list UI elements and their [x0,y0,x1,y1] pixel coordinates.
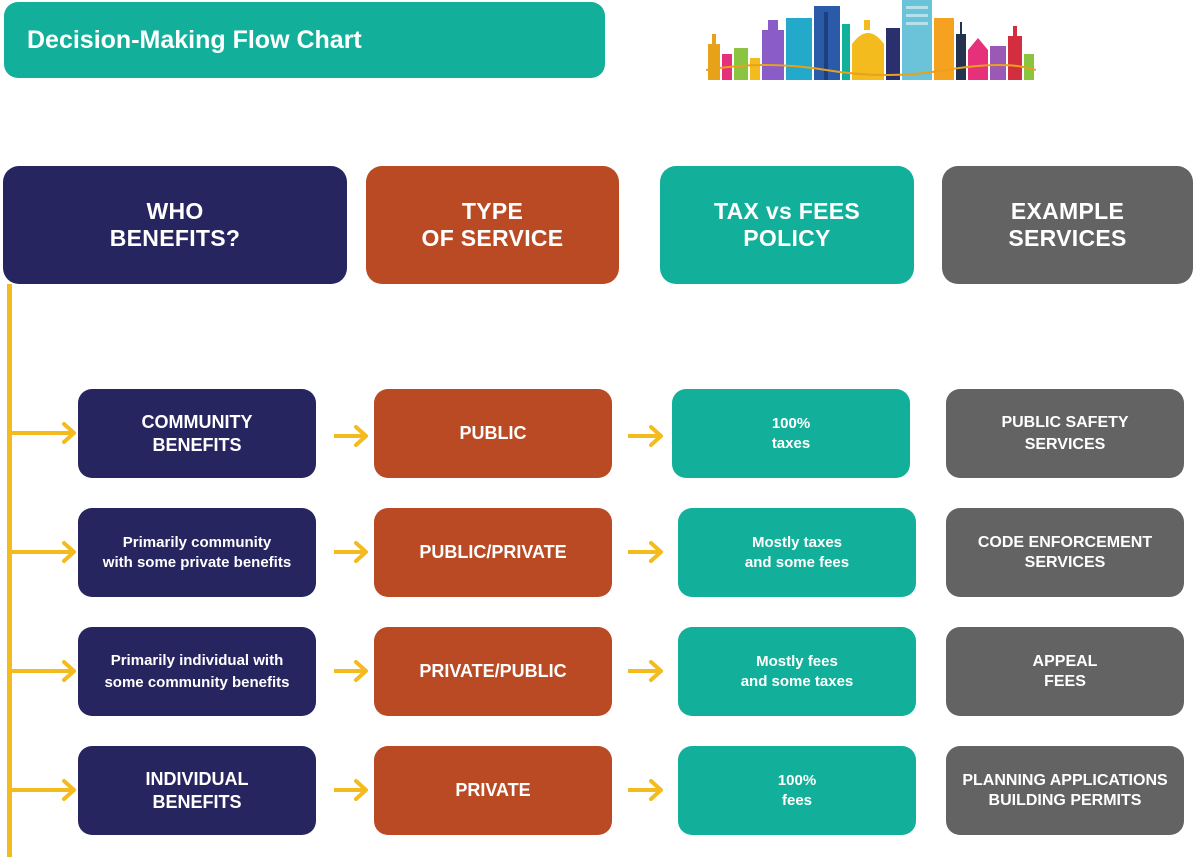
row-4-type-of-service-label: PRIVATE [455,780,531,800]
row-4-example-services-label: PLANNING APPLICATIONS BUILDING PERMITS [962,771,1168,809]
row-2-who-benefits: Primarily community with some private be… [78,508,316,597]
row-4-branch-arrow [10,779,76,801]
header-tax-vs-fees-policy: TAX vs FEES POLICY [660,166,914,284]
page-title-text: Decision-Making Flow Chart [27,25,362,54]
row-2-type-of-service: PUBLIC/PRIVATE [374,508,612,597]
header-who-benefits: WHO BENEFITS? [3,166,347,284]
row-2-who-benefits-label: Primarily community with some private be… [102,533,292,571]
row-3-tax-fees-policy: Mostly fees and some taxes [678,627,916,716]
row-3-who-benefits: Primarily individual with some community… [78,627,316,716]
row-2-type-of-service-label: PUBLIC/PRIVATE [419,542,567,562]
row-3-tax-fees-policy-label: Mostly fees and some taxes [740,652,854,690]
row-1-type-of-service: PUBLIC [374,389,612,478]
row-4-tax-fees-policy-label: 100% fees [777,771,817,809]
row-3-arrow-to-type [334,660,368,682]
row-2-arrow-to-policy [628,541,663,563]
row-1-tax-fees-policy-label: 100% taxes [771,414,811,452]
row-1-branch-arrow [10,422,76,444]
row-1-example-services: PUBLIC SAFETY SERVICES [946,389,1184,478]
row-1-type-of-service-label: PUBLIC [459,423,527,443]
row-4-who-benefits: INDIVIDUAL BENEFITS [78,746,316,835]
row-2-example-services: CODE ENFORCEMENT SERVICES [946,508,1184,597]
header-type-of-service-label: TYPE OF SERVICE [421,198,564,251]
row-3-example-services-label: APPEAL FEES [1032,652,1098,690]
city-skyline-illustration [706,0,1036,80]
row-1-tax-fees-policy: 100% taxes [672,389,910,478]
header-example-services-label: EXAMPLE SERVICES [1008,198,1127,251]
vertical-connector-line [7,284,12,857]
row-1-who-benefits: COMMUNITY BENEFITS [78,389,316,478]
header-type-of-service: TYPE OF SERVICE [366,166,619,284]
row-3-arrow-to-policy [628,660,663,682]
header-example-services: EXAMPLE SERVICES [942,166,1193,284]
row-2-example-services-label: CODE ENFORCEMENT SERVICES [977,533,1153,571]
row-3-branch-arrow [10,660,76,682]
row-4-type-of-service: PRIVATE [374,746,612,835]
row-1-example-services-label: PUBLIC SAFETY SERVICES [1001,413,1129,453]
row-2-branch-arrow [10,541,76,563]
row-4-arrow-to-type [334,779,368,801]
row-2-tax-fees-policy-label: Mostly taxes and some fees [744,533,850,571]
row-3-example-services: APPEAL FEES [946,627,1184,716]
row-2-arrow-to-type [334,541,368,563]
row-4-tax-fees-policy: 100% fees [678,746,916,835]
row-3-who-benefits-label: Primarily individual with some community… [104,651,290,691]
row-3-type-of-service-label: PRIVATE/PUBLIC [419,661,567,681]
row-2-tax-fees-policy: Mostly taxes and some fees [678,508,916,597]
page-title: Decision-Making Flow Chart [4,2,605,78]
row-1-arrow-to-policy [628,425,663,447]
row-4-who-benefits-label: INDIVIDUAL BENEFITS [145,768,249,812]
row-1-arrow-to-type [334,425,368,447]
row-3-type-of-service: PRIVATE/PUBLIC [374,627,612,716]
row-1-who-benefits-label: COMMUNITY BENEFITS [141,411,253,455]
header-who-benefits-label: WHO BENEFITS? [109,198,241,251]
header-tax-vs-fees-policy-label: TAX vs FEES POLICY [713,198,861,251]
row-4-arrow-to-policy [628,779,663,801]
row-4-example-services: PLANNING APPLICATIONS BUILDING PERMITS [946,746,1184,835]
